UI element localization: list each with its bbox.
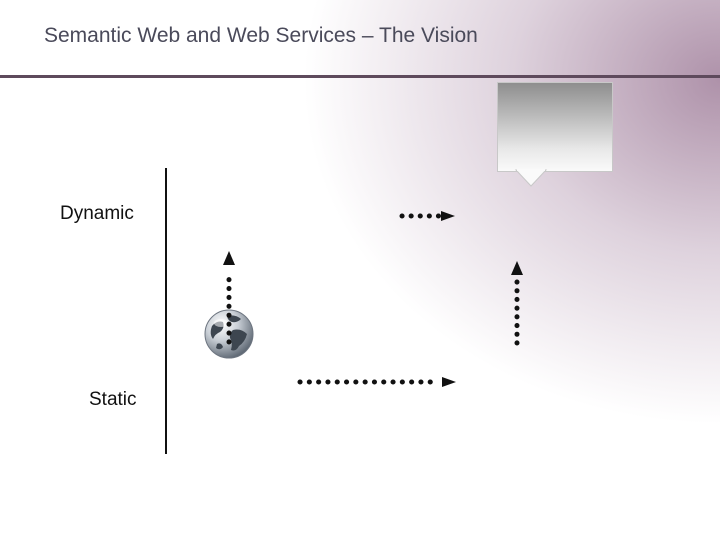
slide-title: Semantic Web and Web Services – The Visi…: [44, 24, 478, 47]
axis-label-static: Static: [89, 389, 137, 410]
title-divider: [0, 75, 720, 78]
callout-box: [497, 82, 613, 172]
dotted-arrow-bottom-right: [297, 377, 456, 387]
dotted-arrow-right-up: [511, 261, 523, 346]
dotted-arrow-top-right: [399, 211, 455, 221]
axis-label-dynamic: Dynamic: [60, 203, 134, 224]
dotted-arrow-left-up: [223, 251, 235, 345]
